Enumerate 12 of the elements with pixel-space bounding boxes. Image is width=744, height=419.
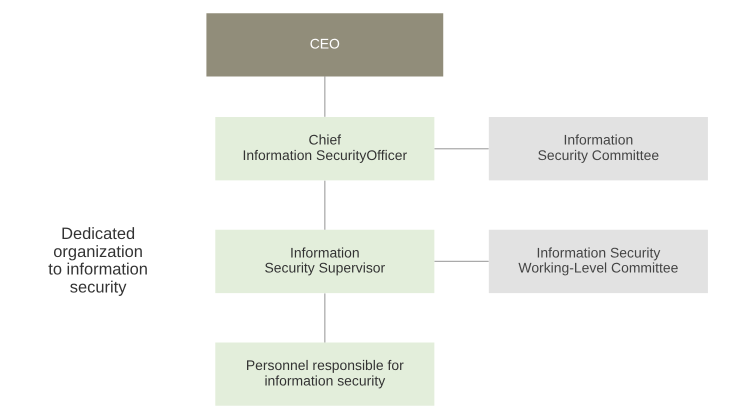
- connector: [434, 260, 489, 262]
- label: Dedicated organization to information security: [48, 225, 148, 296]
- node-box: Chief Information SecurityOfficer: [215, 117, 434, 180]
- connector: [324, 293, 326, 342]
- node-box: CEO: [206, 13, 444, 77]
- connector: [434, 148, 489, 150]
- node-box: Information Security Supervisor: [215, 230, 434, 294]
- node-box: Information Security Committee: [488, 117, 708, 180]
- node-box: Personnel responsible for information security: [215, 342, 434, 406]
- node-box: Information Security Working-Level Committee: [488, 230, 708, 294]
- connector: [324, 180, 326, 230]
- connector: [324, 76, 326, 117]
